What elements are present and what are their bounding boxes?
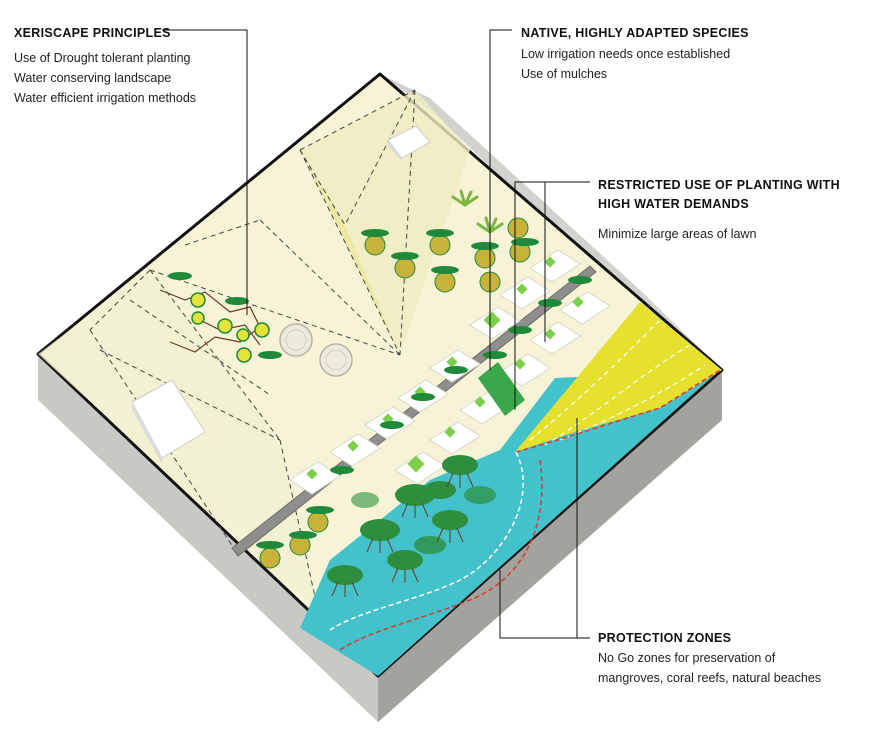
ground-side-right	[378, 370, 722, 722]
plaza-circles	[279, 323, 353, 377]
annotation-restricted: RESTRICTED USE OF PLANTING WITH HIGH WAT…	[598, 176, 840, 244]
xeriscape-line-1: Use of Drought tolerant planting	[14, 51, 191, 65]
beach	[515, 302, 722, 452]
annotation-protection: PROTECTION ZONES No Go zones for preserv…	[598, 629, 821, 688]
building-top	[387, 125, 431, 159]
lawn-patch	[478, 362, 525, 416]
mangrove-roots	[331, 472, 474, 597]
restricted-title-1: RESTRICTED USE OF PLANTING WITH	[598, 178, 840, 192]
protection-line-2: mangroves, coral reefs, natural beaches	[598, 671, 822, 685]
native-title: NATIVE, HIGHLY ADAPTED SPECIES	[521, 26, 749, 40]
palms	[451, 189, 504, 234]
xeriscape-line-3: Water efficient irrigation methods	[14, 91, 197, 105]
restricted-title-2: HIGH WATER DEMANDS	[598, 197, 749, 211]
protection-lines	[329, 369, 721, 651]
protection-title: PROTECTION ZONES	[598, 631, 732, 645]
protection-line-1: No Go zones for preservation of	[598, 651, 776, 665]
native-line-1: Low irrigation needs once established	[521, 47, 731, 61]
plane-upper	[300, 90, 470, 355]
annotation-native: NATIVE, HIGHLY ADAPTED SPECIES Low irrig…	[521, 24, 749, 84]
drought-shrubs	[159, 289, 270, 363]
tree-canopies	[168, 229, 592, 549]
xeriscape-title: XERISCAPE PRINCIPLES	[14, 26, 171, 40]
leader-lines	[162, 29, 590, 639]
building-left-side	[132, 402, 162, 464]
ground-side-left	[38, 354, 378, 722]
annotation-xeriscape: XERISCAPE PRINCIPLES Use of Drought tole…	[14, 24, 196, 108]
xeriscape-line-2: Water conserving landscape	[14, 71, 172, 85]
sea	[300, 370, 720, 676]
native-line-2: Use of mulches	[521, 67, 608, 81]
restricted-line-1: Minimize large areas of lawn	[598, 227, 757, 241]
building-top-side	[388, 140, 402, 162]
